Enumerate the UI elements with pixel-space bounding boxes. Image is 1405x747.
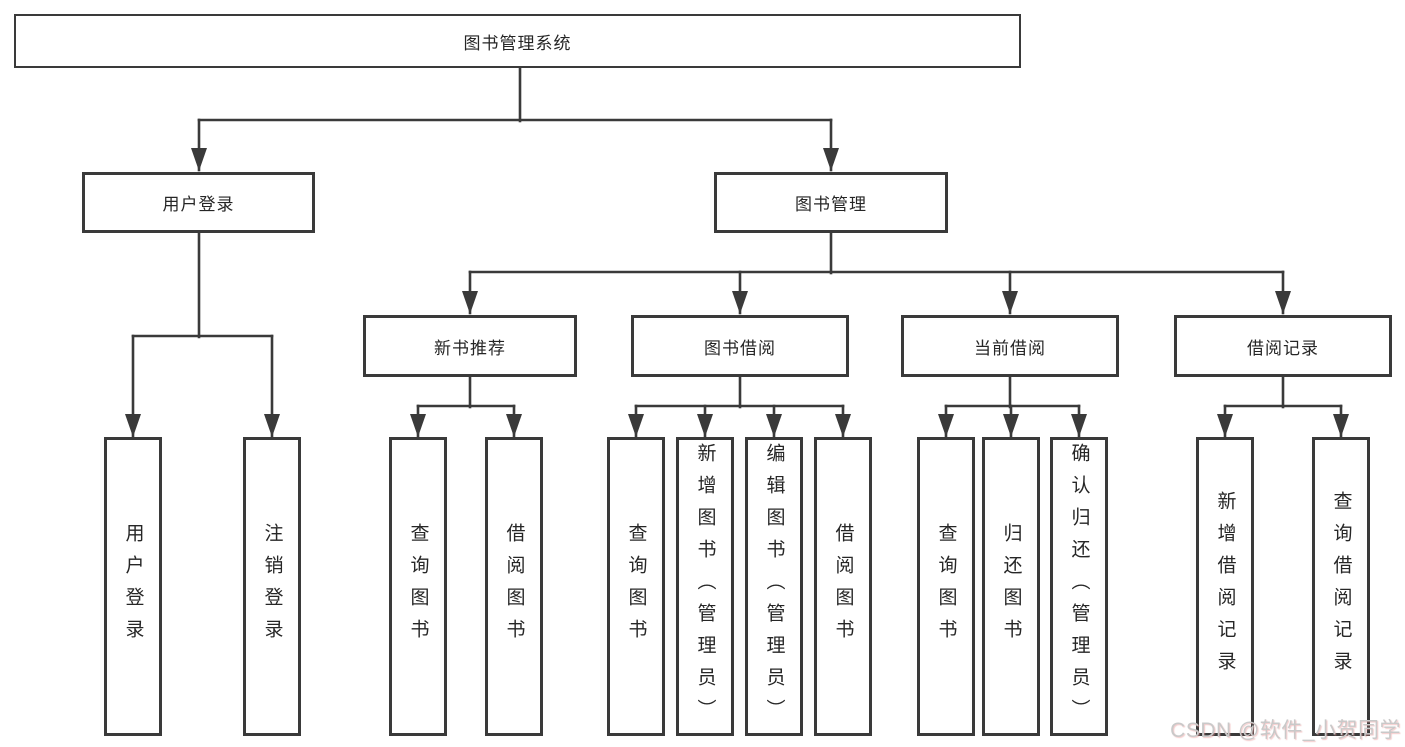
node-borrowing-records-label: 借阅记录 [1247, 338, 1319, 358]
node-book-management: 图书管理 [714, 172, 948, 233]
leaf-query-book-recommend: 查询图书 [389, 437, 447, 736]
node-book-management-label: 图书管理 [795, 195, 867, 214]
leaf-confirm-return-admin-label: 确认归还（管理员） [1068, 442, 1090, 731]
leaf-logout-login-label: 注销登录 [261, 522, 283, 651]
leaf-query-borrow-record: 查询借阅记录 [1312, 437, 1370, 736]
node-book-borrowing: 图书借阅 [631, 315, 849, 377]
leaf-query-book-current: 查询图书 [917, 437, 975, 736]
leaf-return-book-label: 归还图书 [1000, 522, 1022, 651]
leaf-query-book-recommend-label: 查询图书 [407, 522, 429, 651]
watermark-text: CSDN @软件_小贺同学 [1170, 719, 1401, 742]
leaf-borrow-book: 借阅图书 [814, 437, 872, 736]
leaf-confirm-return-admin: 确认归还（管理员） [1050, 437, 1108, 736]
leaf-query-book-borrow: 查询图书 [607, 437, 665, 736]
leaf-add-book-admin: 新增图书（管理员） [676, 437, 734, 736]
node-current-borrowing: 当前借阅 [901, 315, 1119, 377]
node-borrowing-records: 借阅记录 [1174, 315, 1392, 377]
leaf-edit-book-admin-label: 编辑图书（管理员） [763, 442, 785, 731]
leaf-borrow-book-recommend: 借阅图书 [485, 437, 543, 736]
leaf-query-book-current-label: 查询图书 [935, 522, 957, 651]
node-user-login: 用户登录 [82, 172, 315, 233]
node-book-borrowing-label: 图书借阅 [704, 338, 776, 358]
leaf-add-borrow-record-label: 新增借阅记录 [1214, 490, 1236, 683]
node-new-book-recommend-label: 新书推荐 [434, 338, 506, 358]
leaf-borrow-book-recommend-label: 借阅图书 [503, 522, 525, 651]
leaf-borrow-book-label: 借阅图书 [832, 522, 854, 651]
leaf-add-book-admin-label: 新增图书（管理员） [694, 442, 716, 731]
node-user-login-label: 用户登录 [162, 195, 235, 214]
leaf-edit-book-admin: 编辑图书（管理员） [745, 437, 803, 736]
node-root-label: 图书管理系统 [463, 33, 572, 53]
leaf-query-book-borrow-label: 查询图书 [625, 522, 647, 651]
node-new-book-recommend: 新书推荐 [363, 315, 577, 377]
leaf-user-login: 用户登录 [104, 437, 162, 736]
leaf-query-borrow-record-label: 查询借阅记录 [1330, 490, 1352, 683]
leaf-return-book: 归还图书 [982, 437, 1040, 736]
leaf-add-borrow-record: 新增借阅记录 [1196, 437, 1254, 736]
leaf-user-login-label: 用户登录 [122, 522, 144, 651]
leaf-logout-login: 注销登录 [243, 437, 301, 736]
node-current-borrowing-label: 当前借阅 [974, 338, 1046, 358]
node-root: 图书管理系统 [14, 14, 1021, 68]
